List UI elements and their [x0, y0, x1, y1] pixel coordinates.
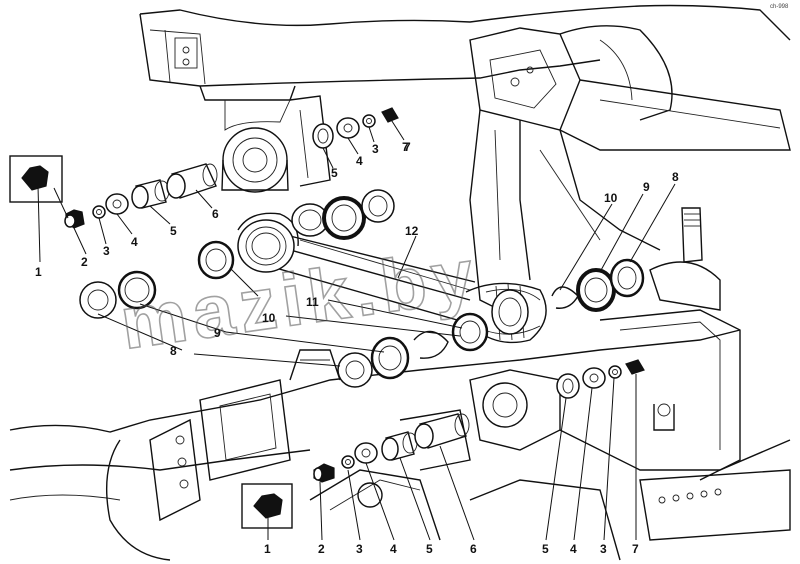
callout-10: 10 [262, 311, 276, 325]
callout-1: 1 [35, 265, 42, 279]
callout-6: 6 [212, 207, 219, 221]
callout-2-lower: 2 [318, 542, 325, 556]
callout-4-lower: 4 [390, 542, 397, 556]
callout-3-lower-right: 3 [600, 542, 607, 556]
callout-12: 12 [405, 224, 419, 238]
callout-10-right: 10 [604, 191, 618, 205]
callout-2: 2 [81, 255, 88, 269]
callout-9-right: 9 [643, 180, 650, 194]
callout-5: 5 [170, 224, 177, 238]
callout-7: 7 [404, 140, 411, 154]
callout-4-lower-right: 4 [570, 542, 577, 556]
callout-7-lower-right: 7 [632, 542, 639, 556]
callout-labels: 1 2 3 4 5 6 7 8 9 10 11 12 5 4 3 7 10 9 … [35, 140, 679, 556]
callout-4-upper: 4 [356, 154, 363, 168]
callout-8-right: 8 [672, 170, 679, 184]
callout-3-lower: 3 [356, 542, 363, 556]
callout-5-upper: 5 [331, 166, 338, 180]
callout-9: 9 [214, 326, 221, 340]
callout-5-lower-right: 5 [542, 542, 549, 556]
callout-4: 4 [131, 235, 138, 249]
callout-1-lower: 1 [264, 542, 271, 556]
leader-lines [37, 117, 676, 541]
hydraulic-cylinder [237, 212, 547, 344]
callout-3: 3 [103, 244, 110, 258]
callout-5-lower: 5 [426, 542, 433, 556]
callout-7-upper: 7 [402, 140, 409, 154]
corner-reference: ch-998 [770, 4, 789, 10]
callout-11: 11 [306, 295, 319, 309]
lower-frame [9, 309, 791, 561]
callout-6-lower: 6 [470, 542, 477, 556]
upper-frame [139, 4, 791, 321]
lower-pin-parts [241, 359, 645, 529]
callout-3-upper: 3 [372, 142, 379, 156]
callout-8: 8 [170, 344, 177, 358]
upper-pin-parts [9, 107, 721, 388]
